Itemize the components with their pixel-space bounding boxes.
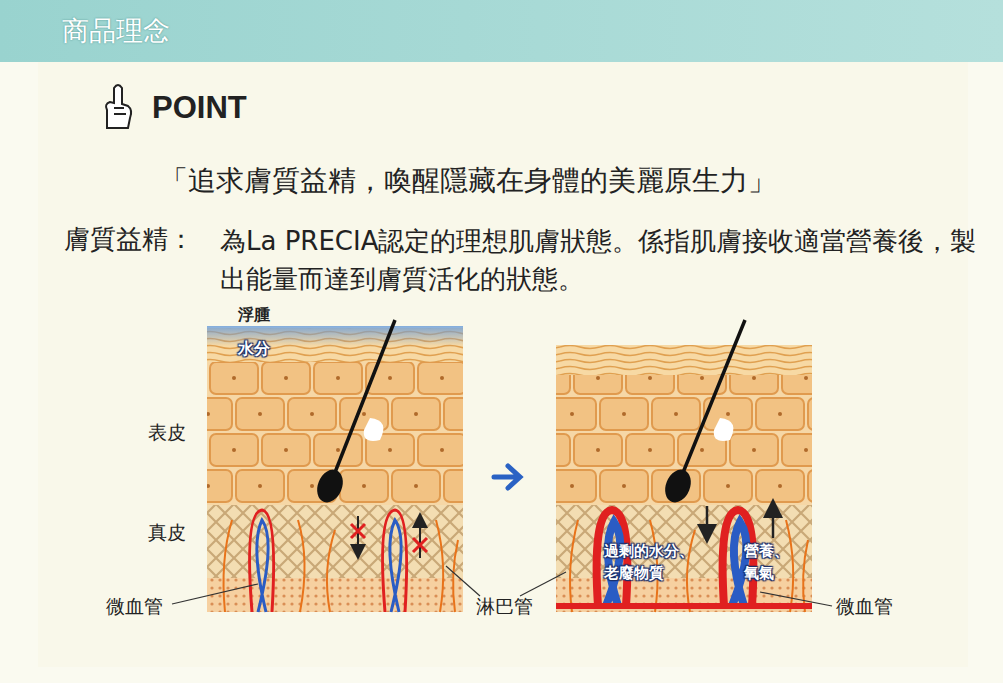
header-title: 商品理念 xyxy=(62,13,170,49)
swelling-label: 浮腫 xyxy=(238,305,270,326)
layer-label: 真皮 xyxy=(148,520,186,546)
lymph-label: 淋巴管 xyxy=(476,594,533,620)
capillary-label: 微血管 xyxy=(106,594,163,620)
definition-body: 為La PRECIA認定的理想肌膚狀態。係指肌膚接收適當營養後，製出能量而達到膚… xyxy=(220,222,980,298)
capillary-label: 微血管 xyxy=(836,594,893,620)
inflow-label: 營養、 氧氣 xyxy=(744,540,798,584)
slogan: 「追求膚質益精，喚醒隱藏在身體的美麗原生力」 xyxy=(160,162,776,200)
header-band: 商品理念 xyxy=(0,0,1003,62)
point-heading: POINT xyxy=(152,90,247,126)
layer-label: 表皮 xyxy=(148,420,186,446)
outflow-label: 過剩的水分、 老廢物質 xyxy=(604,540,700,584)
definition-term: 膚質益精： xyxy=(64,222,194,257)
water-label: 水分 xyxy=(238,339,270,360)
